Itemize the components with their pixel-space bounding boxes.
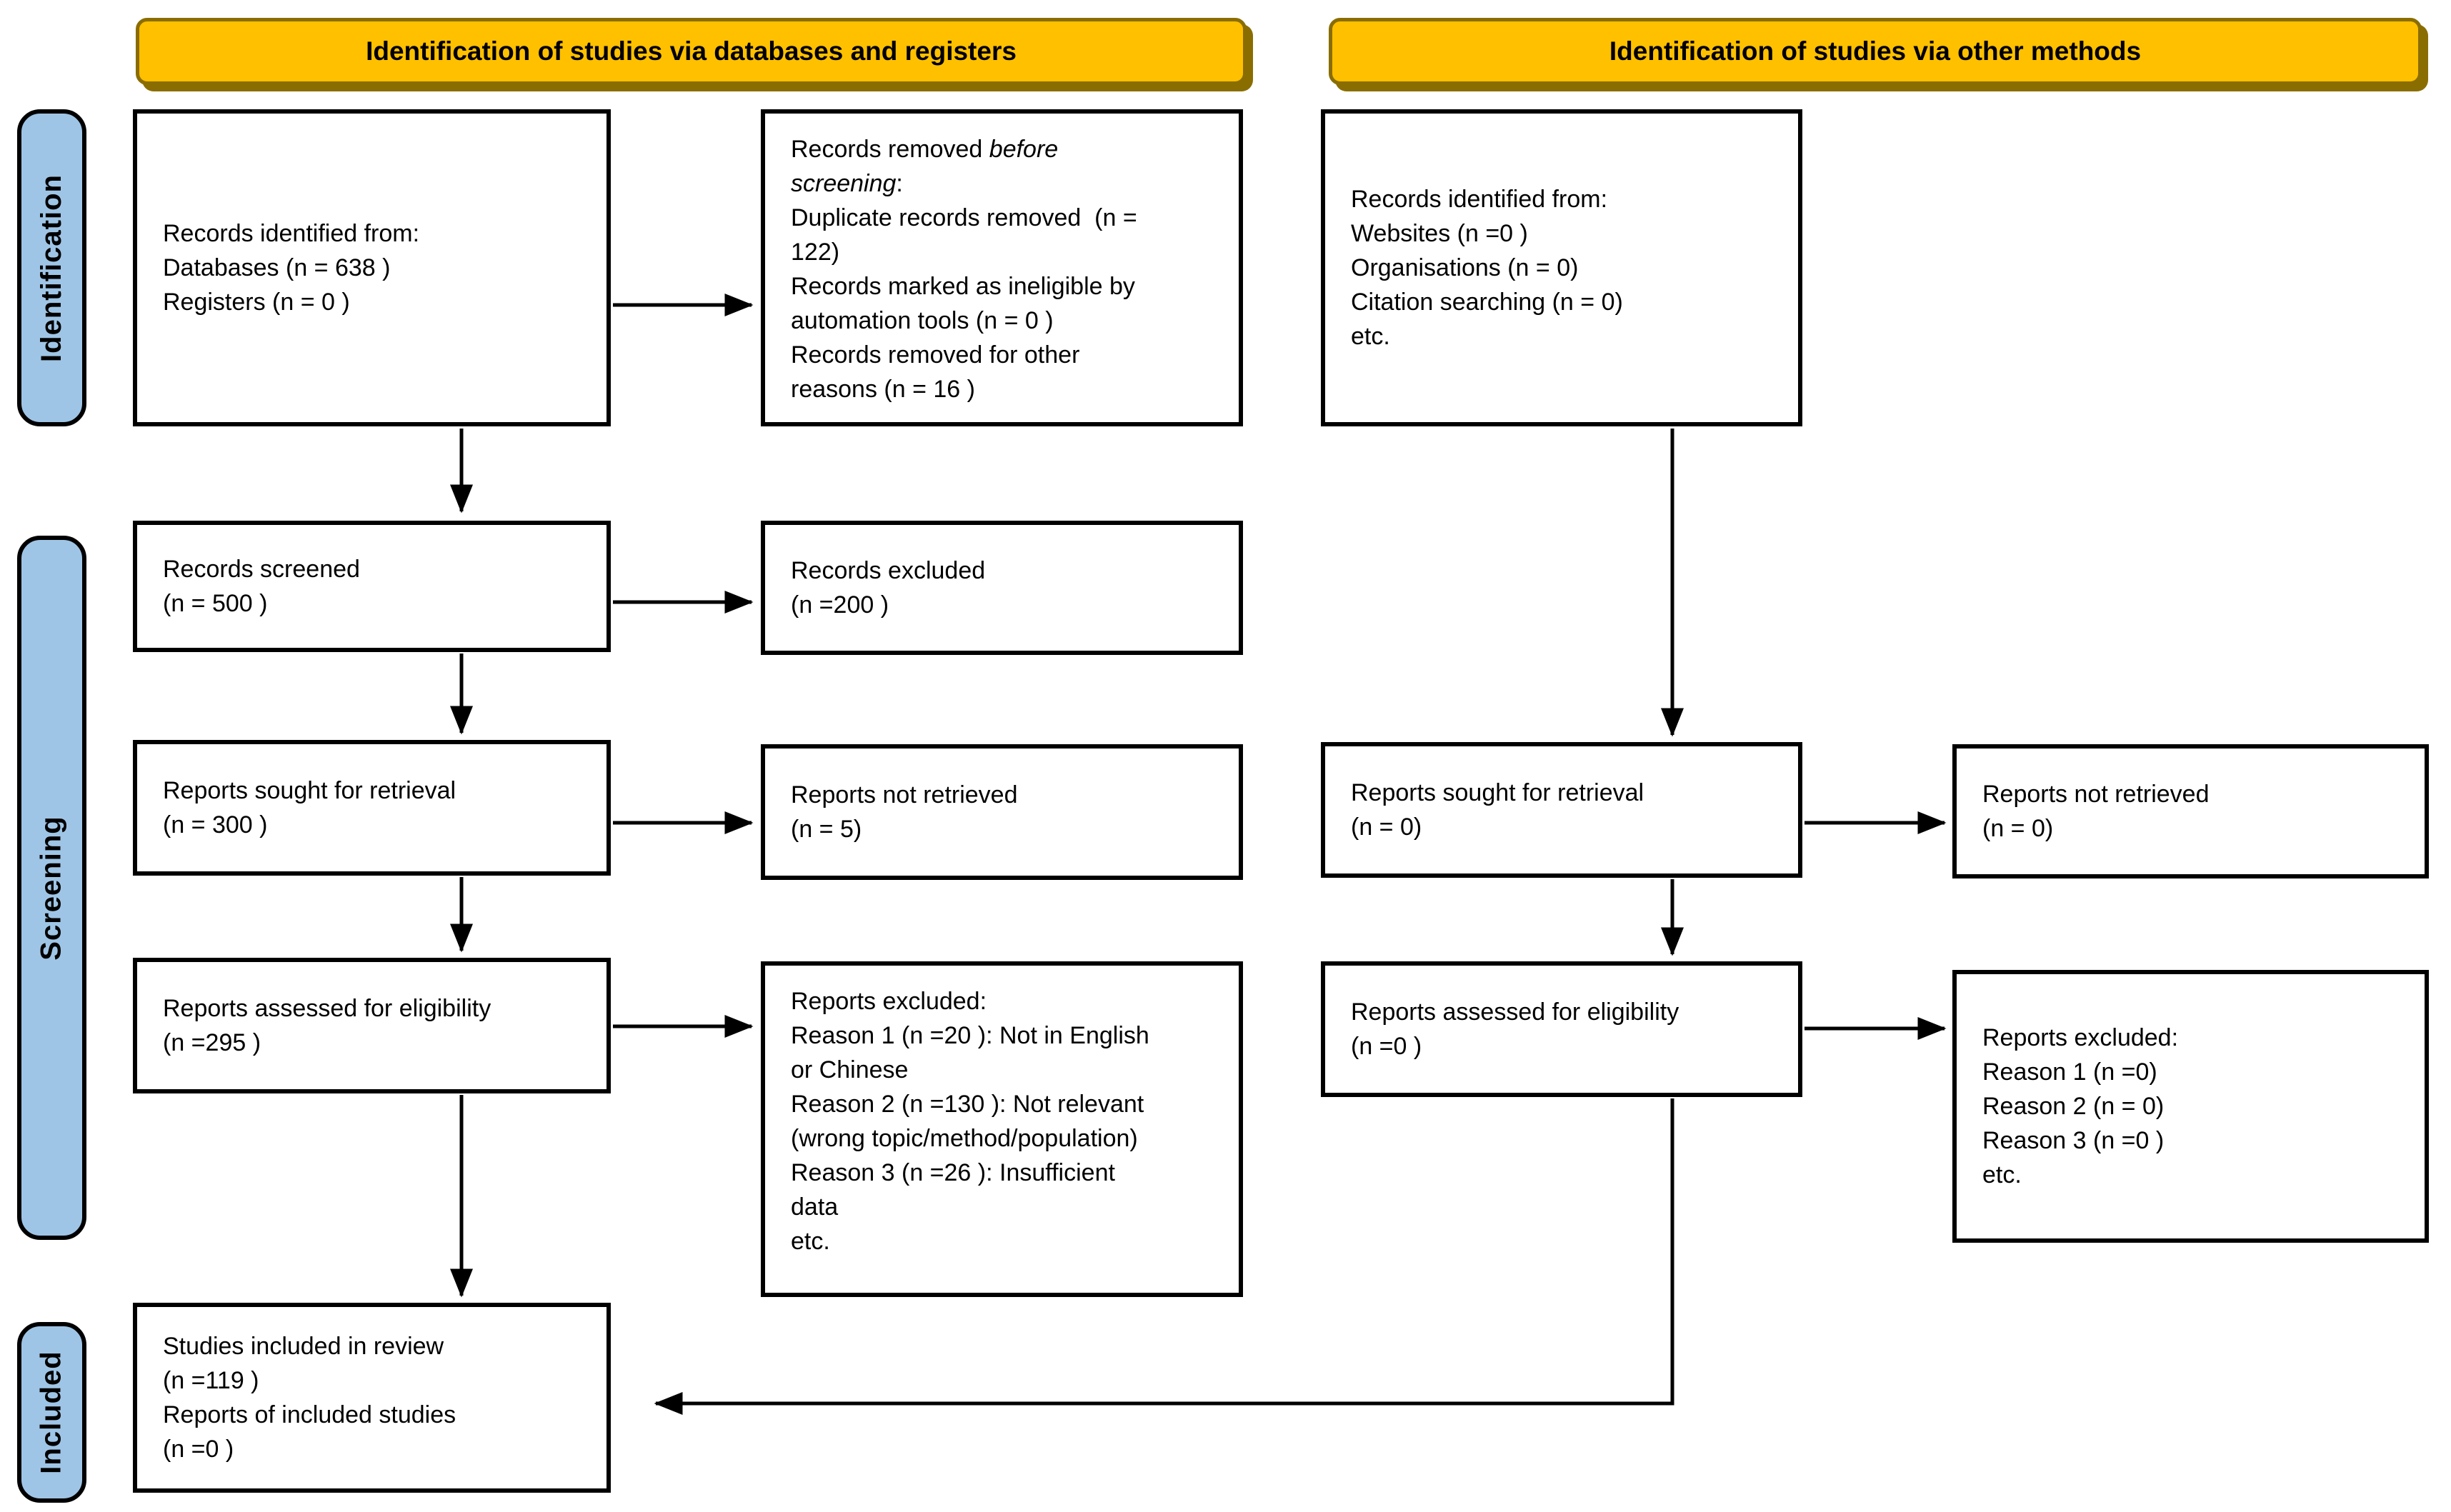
text-line: Reason 1 (n =0) bbox=[1982, 1058, 2157, 1086]
box-reports-excluded-databases: Reports excluded: Reason 1 (n =20 ): Not … bbox=[761, 961, 1243, 1297]
box-records-excluded: Records excluded (n =200 ) bbox=[761, 521, 1243, 655]
text-line: (n = 300 ) bbox=[163, 811, 268, 838]
text-line: Records excluded bbox=[791, 557, 986, 584]
stage-label-identification-text: Identification bbox=[36, 174, 68, 362]
stage-label-included: Included bbox=[17, 1322, 86, 1503]
text-fragment: Records removed bbox=[791, 136, 989, 163]
text-line: Websites (n =0 ) bbox=[1351, 220, 1528, 247]
text-line: data bbox=[791, 1193, 839, 1221]
text-line: Studies included in review bbox=[163, 1333, 444, 1360]
text-line: Reason 2 (n =130 ): Not relevant bbox=[791, 1091, 1144, 1118]
text-line: Databases (n = 638 ) bbox=[163, 254, 391, 281]
box-studies-included: Studies included in review (n =119 ) Repor… bbox=[133, 1303, 611, 1493]
text-line: (n =295 ) bbox=[163, 1029, 261, 1056]
text-fragment-italic: before bbox=[989, 136, 1059, 163]
text-line: (n = 500 ) bbox=[163, 590, 268, 617]
text-line: 122) bbox=[791, 239, 840, 266]
box-records-identified-other: Records identified from: Websites (n =0 )… bbox=[1321, 109, 1802, 426]
stage-label-identification: Identification bbox=[17, 109, 86, 426]
text-line: Records removed before bbox=[791, 132, 1226, 166]
text-line: Reports not retrieved bbox=[791, 781, 1018, 808]
text-line: (n = 5) bbox=[791, 816, 862, 843]
box-reports-not-retrieved-databases: Reports not retrieved (n = 5) bbox=[761, 744, 1243, 880]
box-records-screened: Records screened (n = 500 ) bbox=[133, 521, 611, 652]
text-line: (n = 0) bbox=[1351, 813, 1422, 841]
box-reports-sought-databases: Reports sought for retrieval (n = 300 ) bbox=[133, 740, 611, 876]
text-line: Records marked as ineligible by bbox=[791, 273, 1135, 300]
stage-label-included-text: Included bbox=[36, 1351, 68, 1474]
text-lines: Duplicate records removed (n = 122) Record… bbox=[791, 201, 1226, 406]
text-line: Organisations (n = 0) bbox=[1351, 254, 1579, 281]
text-fragment: : bbox=[896, 170, 903, 197]
text-line: (n =0 ) bbox=[163, 1436, 234, 1463]
text-line: Reports excluded: bbox=[1982, 1024, 2179, 1051]
text-line: (wrong topic/method/population) bbox=[791, 1125, 1138, 1152]
text-line: Reports not retrieved bbox=[1982, 781, 2210, 808]
text-line: Records identified from: bbox=[1351, 186, 1608, 213]
text-line: etc. bbox=[791, 1228, 830, 1255]
text-line: Reports assessed for eligibility bbox=[1351, 998, 1679, 1026]
box-reports-assessed-databases: Reports assessed for eligibility (n =295 … bbox=[133, 958, 611, 1093]
banner-databases-registers: Identification of studies via databases … bbox=[136, 18, 1247, 85]
text-line: etc. bbox=[1982, 1161, 2022, 1188]
text-line: Reports sought for retrieval bbox=[1351, 779, 1644, 806]
text-line: Reason 1 (n =20 ): Not in English bbox=[791, 1022, 1149, 1049]
text-line: Registers (n = 0 ) bbox=[163, 289, 350, 316]
stage-label-screening: Screening bbox=[17, 536, 86, 1240]
text-line: Reports assessed for eligibility bbox=[163, 995, 491, 1022]
box-records-removed-before-screening: Records removed before screening: Duplic… bbox=[761, 109, 1243, 426]
text-line: Reports sought for retrieval bbox=[163, 777, 456, 804]
text-line: Duplicate records removed (n = bbox=[791, 204, 1137, 231]
box-records-identified-databases: Records identified from: Databases (n = 6… bbox=[133, 109, 611, 426]
banner-other-methods: Identification of studies via other meth… bbox=[1329, 18, 2422, 85]
stage-label-screening-text: Screening bbox=[36, 815, 67, 961]
text-line: Reason 3 (n =26 ): Insufficient bbox=[791, 1159, 1115, 1186]
text-line: reasons (n = 16 ) bbox=[791, 376, 975, 403]
text-line: Reports of included studies bbox=[163, 1401, 456, 1428]
box-reports-excluded-other: Reports excluded: Reason 1 (n =0) Reason 2… bbox=[1952, 970, 2429, 1243]
text-line: (n =119 ) bbox=[163, 1367, 259, 1394]
text-line: Records screened bbox=[163, 556, 360, 583]
text-line: or Chinese bbox=[791, 1056, 909, 1083]
text-line: screening: bbox=[791, 166, 1226, 201]
text-line: Records identified from: bbox=[163, 220, 420, 247]
box-reports-sought-other: Reports sought for retrieval (n = 0) bbox=[1321, 742, 1802, 878]
text-line: (n =0 ) bbox=[1351, 1033, 1422, 1060]
box-reports-assessed-other: Reports assessed for eligibility (n =0 ) bbox=[1321, 961, 1802, 1097]
text-line: automation tools (n = 0 ) bbox=[791, 307, 1054, 334]
text-line: (n = 0) bbox=[1982, 815, 2054, 842]
text-fragment-italic: screening bbox=[791, 170, 897, 197]
text-line: Records removed for other bbox=[791, 341, 1080, 369]
text-line: etc. bbox=[1351, 323, 1390, 350]
box-reports-not-retrieved-other: Reports not retrieved (n = 0) bbox=[1952, 744, 2429, 878]
text-line: (n =200 ) bbox=[791, 591, 889, 619]
text-line: Reason 3 (n =0 ) bbox=[1982, 1127, 2165, 1154]
text-line: Reports excluded: bbox=[791, 988, 987, 1015]
text-line: Reason 2 (n = 0) bbox=[1982, 1093, 2165, 1120]
text-line: Citation searching (n = 0) bbox=[1351, 289, 1623, 316]
